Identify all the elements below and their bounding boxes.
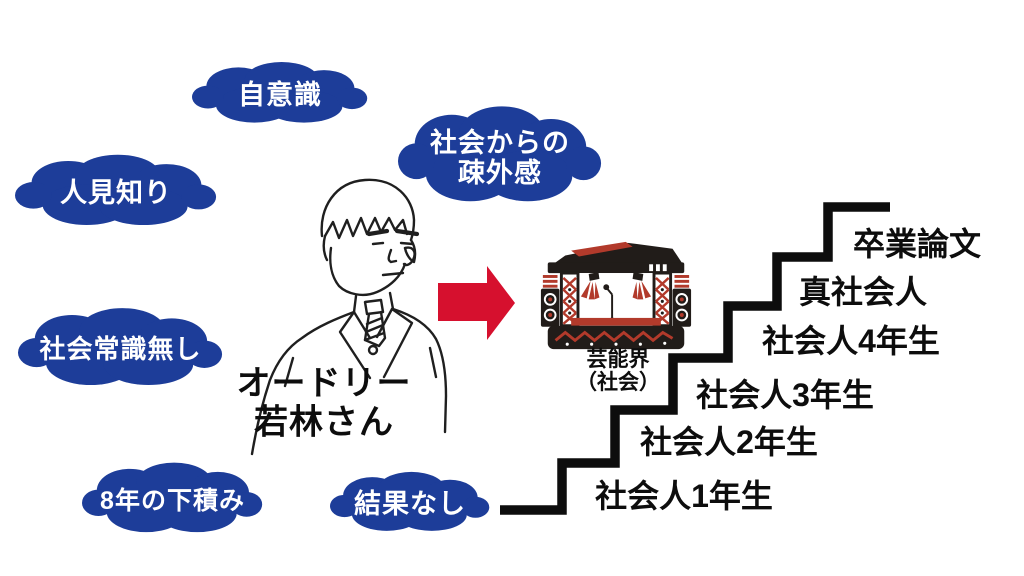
cloud-jiishiki: 自意識 [192, 58, 368, 132]
stair-step-label-4: 社会人4年生 [762, 323, 940, 359]
staircase-icon [500, 202, 890, 515]
cloud-icon [398, 106, 602, 202]
stair-step-label-6: 卒業論文 [852, 226, 982, 262]
person-name-line2: 若林さん [254, 403, 394, 441]
cloud-kekka-nashi: 結果なし [330, 468, 490, 540]
cloud-icon [15, 154, 217, 226]
cloud-label: 8年の下積み [100, 486, 245, 515]
cloud-hitomishiri: 人見知り [15, 150, 217, 236]
cloud-sogaikan: 社会からの 疎外感 [398, 100, 602, 216]
cloud-icon [18, 308, 223, 386]
stage-label: 芸能界 （社会） [576, 348, 660, 394]
cloud-icon [192, 62, 368, 123]
stage-label-line1: 芸能界 [586, 347, 650, 371]
cloud-shitazumi: 8年の下積み [82, 458, 263, 543]
stair-step-label-5: 真社会人 [798, 274, 928, 310]
cloud-icon [330, 471, 490, 531]
cloud-label-line2: 疎外感 [458, 158, 542, 188]
person-name-line1: オードリー [236, 364, 412, 403]
cloud-label: 自意識 [238, 79, 322, 110]
arrow-right-icon [438, 266, 515, 340]
cloud-label: 社会常識無し [39, 334, 202, 365]
person-name-label: オードリー 若林さん [237, 364, 412, 442]
wakabayashi-illustration [250, 178, 448, 456]
stage-icon [540, 241, 692, 350]
cloud-label: 結果なし [354, 488, 466, 519]
cloud-label: 人見知り [60, 177, 172, 208]
cloud-label: 社会からの 疎外感 [398, 100, 602, 216]
stair-step-label-2: 社会人2年生 [640, 424, 818, 460]
stair-step-label-1: 社会人1年生 [595, 478, 773, 514]
stage-label-line2: （社会） [576, 371, 660, 394]
cloud-shakai-joshiki-nashi: 社会常識無し [18, 303, 223, 397]
stair-step-label-3: 社会人3年生 [696, 377, 874, 413]
cloud-label-line1: 社会からの [430, 127, 570, 158]
cloud-icon [82, 462, 263, 533]
